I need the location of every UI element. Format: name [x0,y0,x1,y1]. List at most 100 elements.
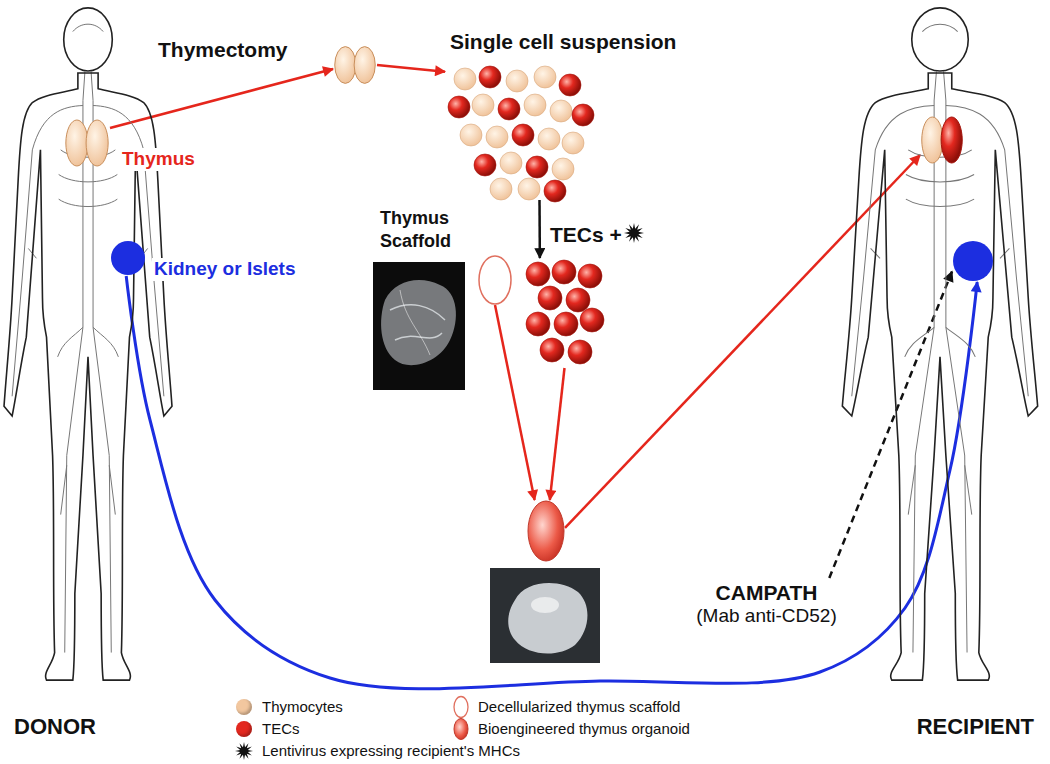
tec-cell [526,262,550,286]
tec-cell [572,104,594,126]
tec-cell [512,124,534,146]
tec-cell [448,96,470,118]
vessel-line [93,327,118,357]
flow-arrow [110,69,333,128]
donor-kidney-outline [110,240,146,276]
tec-cell [552,260,576,284]
legend-label: TECs [262,719,300,739]
tec-cell [474,154,496,176]
organ-label: Kidney or Islets [152,258,298,281]
scaffold-oval [479,256,511,304]
vessel-line [908,465,915,514]
vessel-line [109,465,115,514]
tec-cell [498,98,520,120]
vessel-line [946,327,975,357]
tec-cell [479,66,501,88]
flow-arrow [538,200,541,258]
legend-swatch [236,699,252,715]
thymus-lobe [354,47,375,84]
drug-name: CAMPATH [694,580,839,605]
tec-cell [554,312,578,336]
tec-cell [544,180,566,202]
organoid-oval [528,501,564,561]
donor-figure-outline [2,2,174,692]
thymus-lobe [86,120,108,166]
tissue-fibre [390,305,445,320]
legend-sample [452,695,470,719]
organoid-photo [490,568,600,663]
legend-sample [452,717,470,741]
cell-suspension-outline [445,65,595,200]
legend-label: Thymocytes [262,697,343,717]
thymocyte-cell [460,124,482,146]
thymocyte-cell [472,94,494,116]
thymocyte-cell [500,152,522,174]
flow-arrow [495,305,535,500]
thymocyte-cell [538,128,560,150]
thymus-lobe [335,47,356,84]
excised-thymus-outline [333,45,377,85]
recipient-figure: RECIPIENT [840,2,1040,747]
organ-disc [953,241,993,281]
photo-ground [490,568,600,663]
tec-cell [559,74,581,96]
recipient-thymus [920,115,964,165]
legend-label: Lentivirus expressing recipient's MHCs [262,741,520,761]
recipient-figure-outline [840,2,1040,692]
thymocyte-cell [490,178,512,200]
step-label: Thymus Scaffold [380,207,470,252]
tec-cluster-outline [522,258,607,368]
treatment-arrow [829,272,952,579]
tec-cell [580,308,604,332]
body-outline [842,73,1037,680]
tissue-highlight [531,597,559,613]
thymus-lobe [66,120,88,166]
figure-caption: DONOR [14,714,96,740]
legend-swatch [236,721,252,737]
organ-label: Thymus [120,148,197,171]
tec-cell [526,312,550,336]
thymus-lobe [922,117,943,163]
transplant-curve [126,276,977,689]
donor-thymus: Thymus [64,118,110,168]
treatment-label: CAMPATH(Mab anti-CD52) [688,578,845,630]
scaffold-photo [373,262,465,390]
vessel-line [73,24,103,31]
donor-kidney: Kidney or Islets [110,240,146,276]
thymocyte-cell [486,126,508,148]
organoid-sample [454,719,468,740]
tec-cell [526,156,548,178]
vessel-line [61,465,67,514]
thymocyte-cell [518,178,540,200]
vessel-line [922,24,957,31]
step-label: Single cell suspension [450,29,676,54]
tec-cell [568,340,592,364]
thymus-organoid-outline [527,500,565,562]
flow-arrow [377,65,445,72]
recipient-kidney [952,240,994,282]
tec-cell [540,338,564,362]
thymus-scaffold: Thymus Scaffold [478,255,512,305]
legend-sample [236,739,254,763]
recipient-kidney-outline [952,240,994,282]
photo-ground [373,262,465,390]
tec-cell [566,288,590,312]
thymus-scaffold-outline [478,255,512,305]
vessel-line [58,327,83,357]
lentivirus-sample [235,742,253,760]
thymocyte-cell [506,70,528,92]
lentivirus-symbol [624,223,644,243]
excised-thymus: Thymectomy [333,45,377,85]
scaffold-tissue [381,280,456,365]
vessel-line [965,465,972,514]
vessel-line [906,199,974,206]
vessel-line [59,199,118,206]
scaffold-sample [454,697,468,718]
thymocyte-cell [524,94,546,116]
donor-figure: ThymusKidney or IsletsDONOR [2,2,174,747]
thymus-lobe [941,117,962,163]
thymocyte-cell [454,68,476,90]
thymocyte-cell [552,158,574,180]
tec-cell [578,264,602,288]
